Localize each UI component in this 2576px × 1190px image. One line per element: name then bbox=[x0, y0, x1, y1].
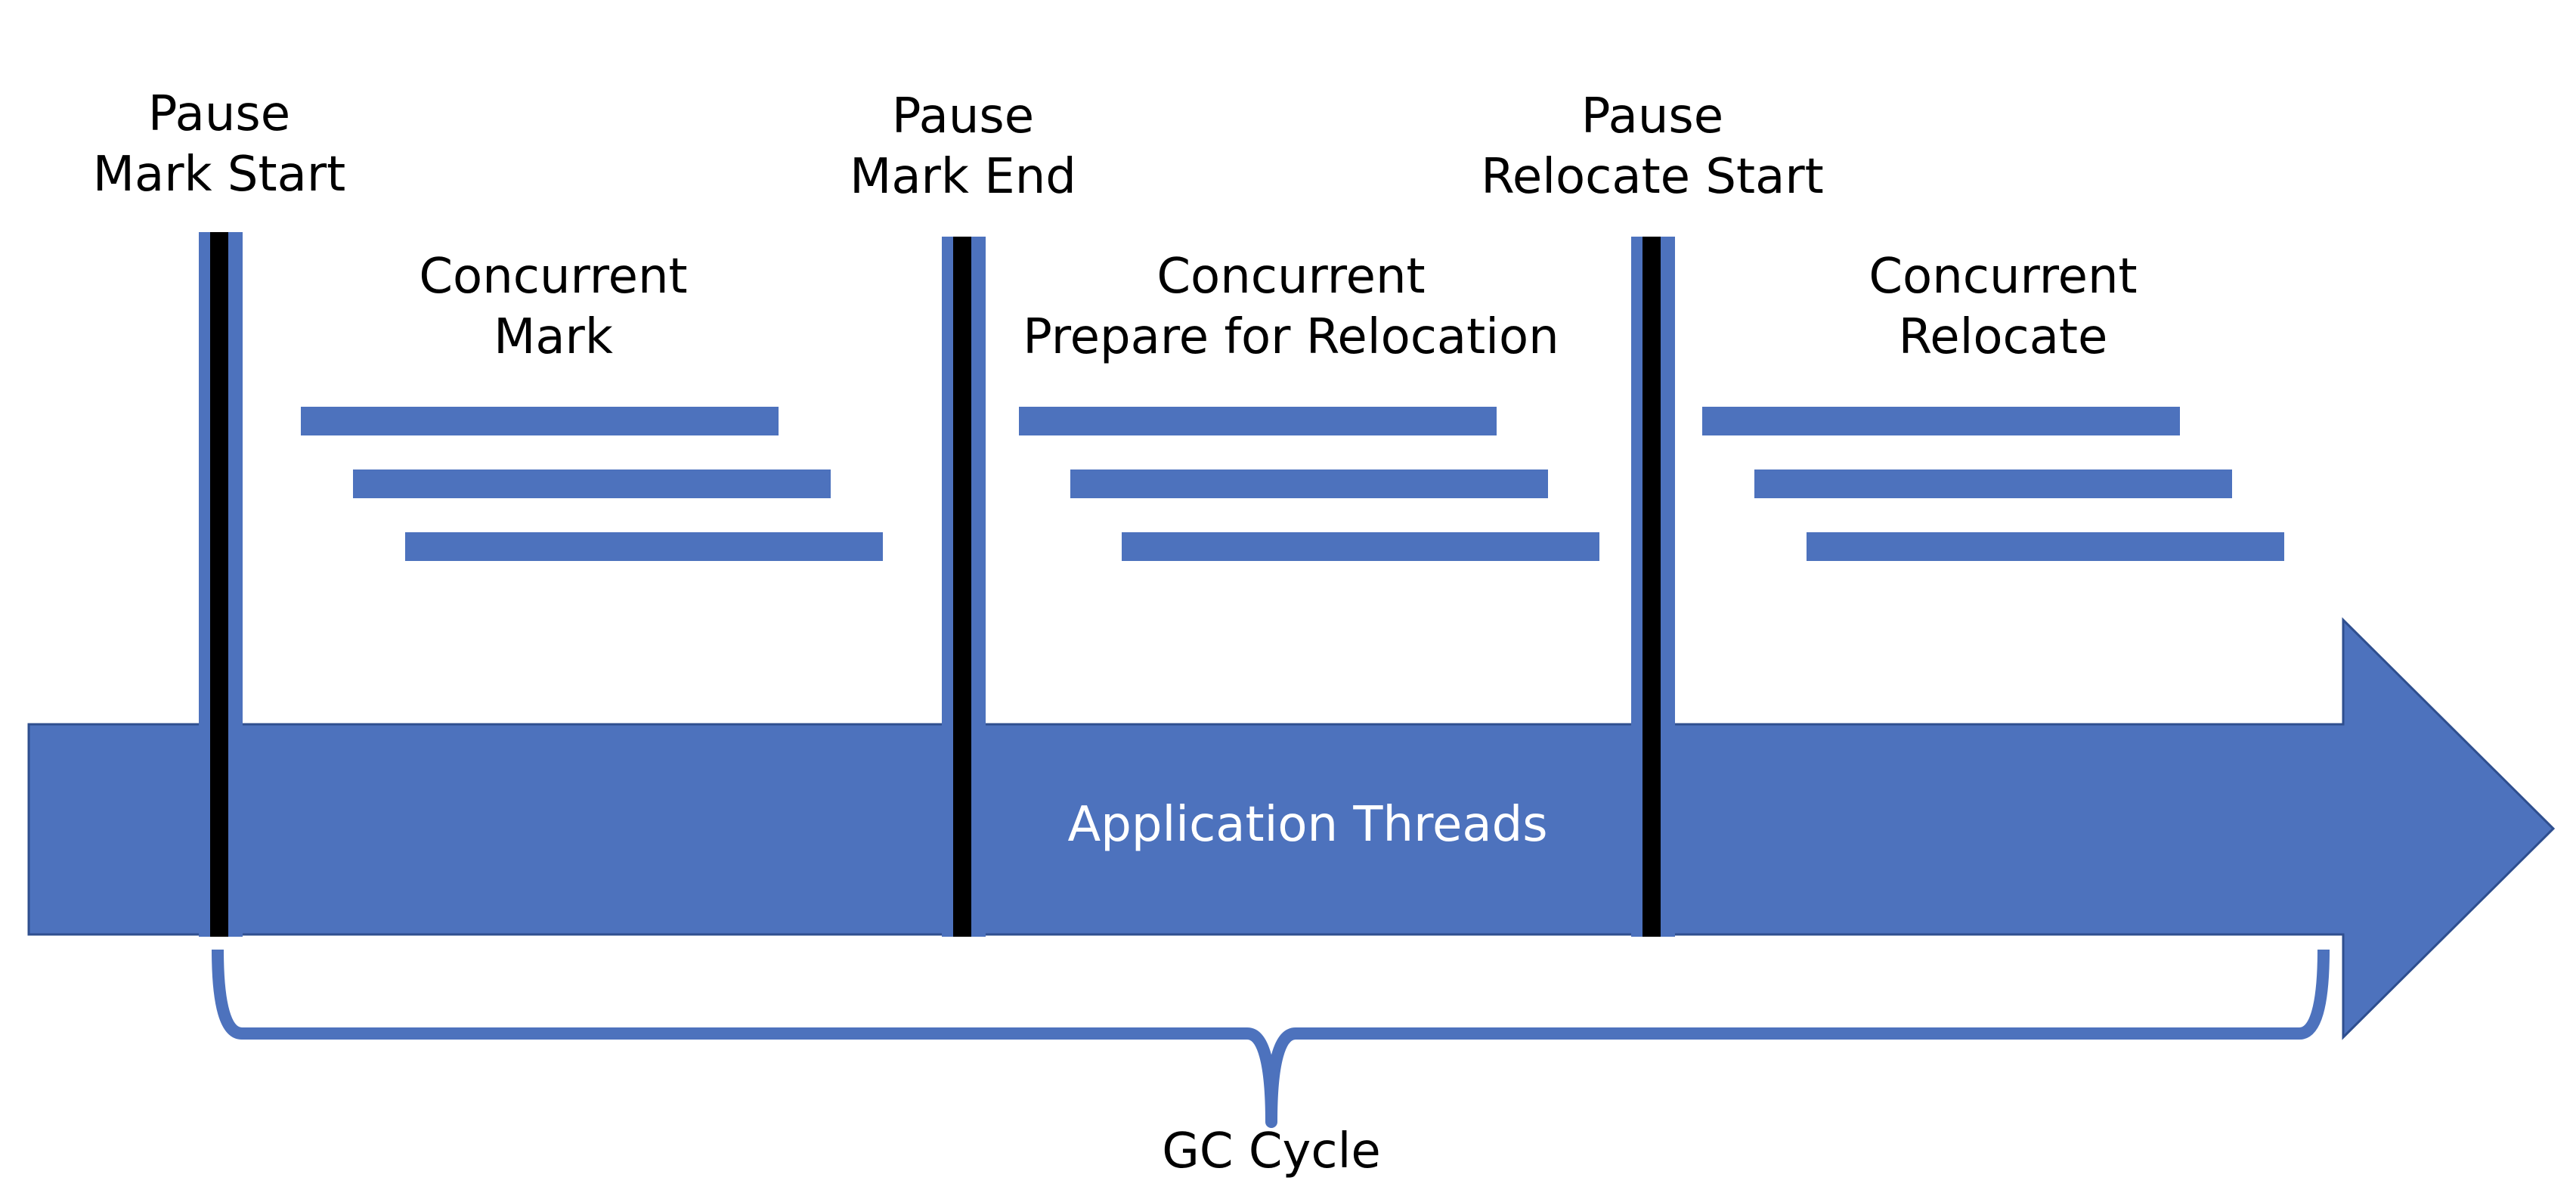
pause-label-line1: Pause bbox=[148, 86, 290, 142]
gc-thread-bar bbox=[1019, 407, 1497, 435]
pause-label-line1: Pause bbox=[1581, 88, 1723, 144]
gc-cycle-label: GC Cycle bbox=[1162, 1123, 1381, 1179]
phase-label-line1: Concurrent bbox=[1156, 249, 1425, 305]
pause-line bbox=[210, 232, 228, 937]
phase-concurrent-prepare-for-relocation: Concurrent Prepare for Relocation bbox=[1019, 249, 1599, 561]
pause-line bbox=[1643, 237, 1661, 937]
phase-label-line2: Prepare for Relocation bbox=[1023, 309, 1559, 365]
pause-label-line2: Mark Start bbox=[93, 147, 346, 203]
pause-marker-mark-end: Pause Mark End bbox=[850, 88, 1076, 937]
phase-concurrent-relocate: Concurrent Relocate bbox=[1702, 249, 2284, 561]
application-threads-arrow bbox=[27, 617, 2556, 1040]
pause-label-line2: Mark End bbox=[850, 149, 1076, 205]
phase-label-line1: Concurrent bbox=[1869, 249, 2137, 305]
pause-marker-relocate-start: Pause Relocate Start bbox=[1481, 88, 1824, 937]
pause-label-line2: Relocate Start bbox=[1481, 149, 1823, 205]
phase-label-line2: Relocate bbox=[1899, 309, 2108, 365]
phase-label-line1: Concurrent bbox=[419, 249, 687, 305]
pause-label-line1: Pause bbox=[892, 88, 1034, 144]
gc-thread-bar bbox=[301, 407, 779, 435]
pause-marker-mark-start: Pause Mark Start bbox=[93, 86, 346, 937]
gc-thread-bar bbox=[1122, 532, 1599, 561]
gc-thread-bar bbox=[405, 532, 883, 561]
pause-line bbox=[953, 237, 971, 937]
gc-thread-bar bbox=[1070, 469, 1548, 498]
gc-thread-bar bbox=[1754, 469, 2232, 498]
gc-thread-bar bbox=[353, 469, 831, 498]
phase-concurrent-mark: Concurrent Mark bbox=[301, 249, 883, 561]
gc-thread-bar bbox=[1702, 407, 2180, 435]
application-threads-label: Application Threads bbox=[1067, 797, 1547, 853]
phase-label-line2: Mark bbox=[494, 309, 613, 365]
gc-cycle-brace bbox=[212, 949, 2330, 1128]
gc-thread-bar bbox=[1807, 532, 2284, 561]
